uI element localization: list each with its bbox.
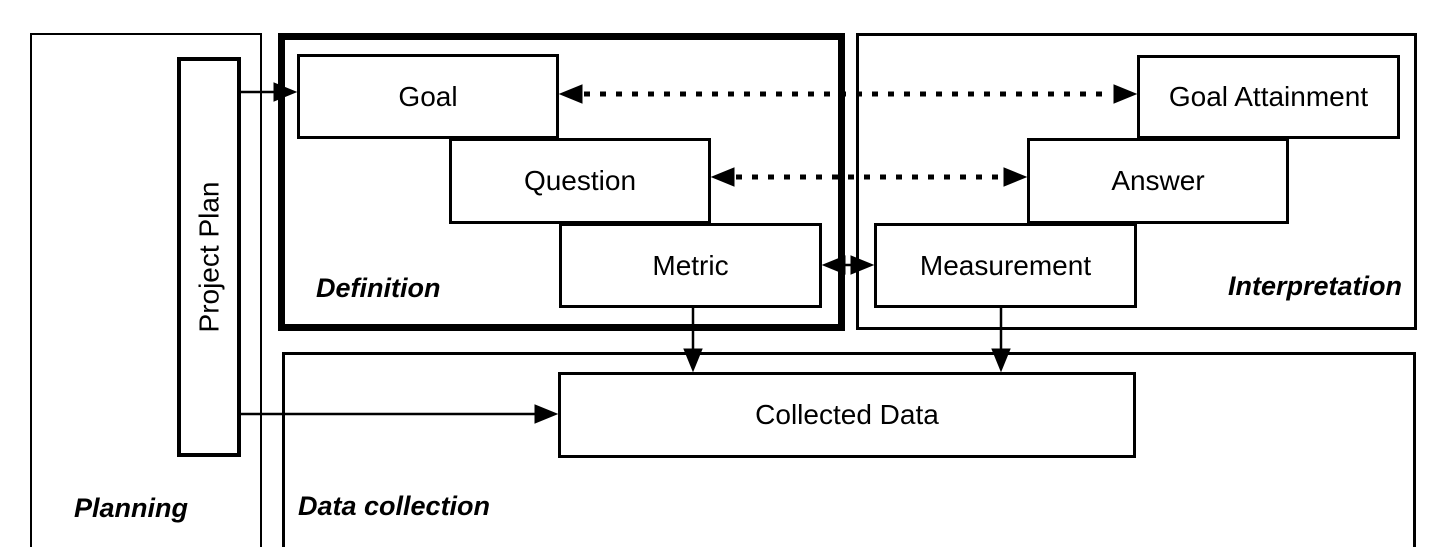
project-plan-box: Project Plan: [177, 57, 241, 457]
project-plan-label: Project Plan: [193, 181, 224, 333]
collected-data-label: Collected Data: [755, 399, 939, 430]
goal-box: Goal: [297, 54, 559, 139]
answer-label: Answer: [1111, 165, 1205, 196]
data-collection-region-label: Data collection: [298, 491, 491, 521]
measurement-label: Measurement: [919, 249, 1092, 281]
answer-box: Answer: [1027, 138, 1289, 224]
planning-region-label: Planning: [74, 493, 188, 523]
interpretation-region-label: Interpretation: [1228, 271, 1403, 301]
measurement-box: Measurement: [874, 223, 1137, 308]
metric-label: Metric: [652, 249, 729, 281]
goal-attainment-label: Goal Attainment: [1168, 81, 1369, 112]
question-label: Question: [523, 165, 637, 196]
goal-label: Goal: [398, 80, 458, 112]
definition-region-label: Definition: [316, 273, 441, 303]
metric-box: Metric: [559, 223, 822, 308]
question-box: Question: [449, 138, 711, 224]
collected-data-box: Collected Data: [558, 372, 1136, 458]
goal-attainment-box: Goal Attainment: [1137, 55, 1400, 139]
